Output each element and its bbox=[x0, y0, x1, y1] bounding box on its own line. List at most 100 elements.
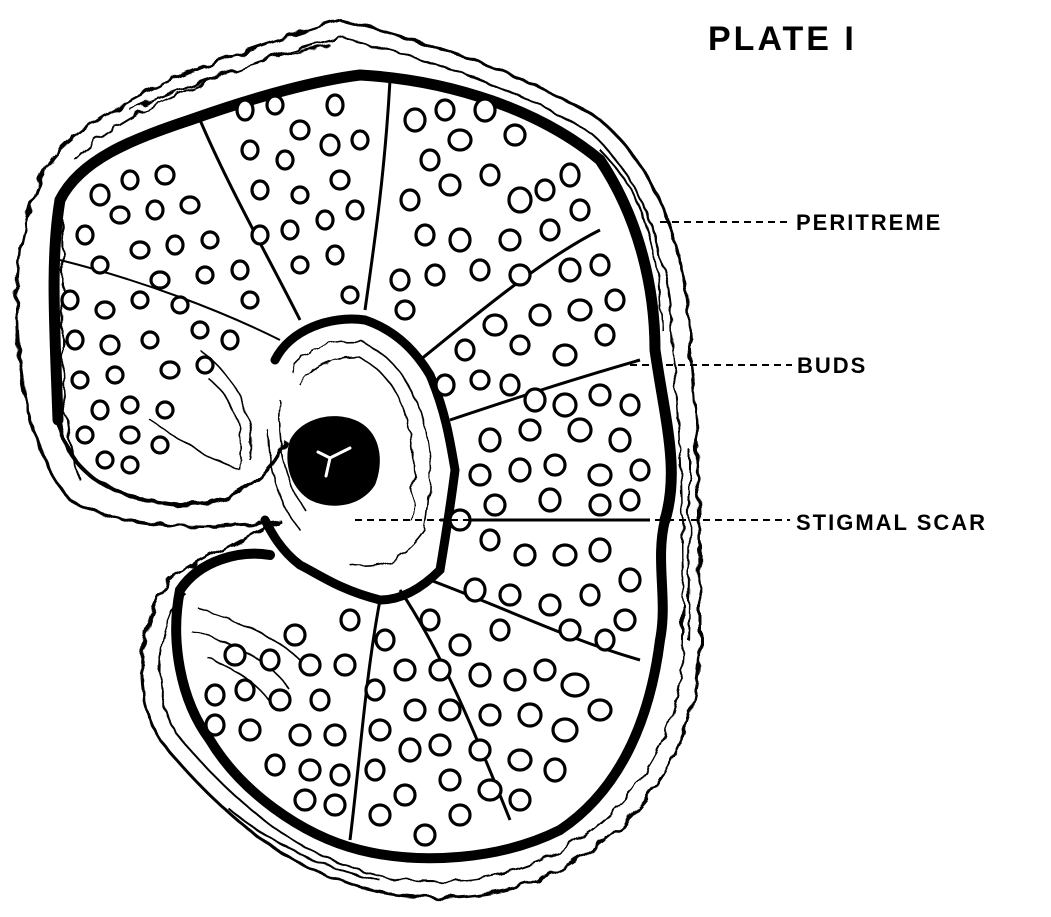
bud bbox=[465, 579, 485, 601]
bud bbox=[401, 190, 419, 210]
bud bbox=[440, 700, 460, 720]
bud bbox=[510, 265, 530, 285]
bud bbox=[67, 331, 83, 349]
bud bbox=[554, 545, 576, 565]
bud bbox=[596, 325, 614, 345]
bud bbox=[292, 257, 308, 273]
bud bbox=[509, 188, 531, 212]
bud bbox=[77, 427, 93, 443]
bud bbox=[405, 109, 425, 131]
bud bbox=[242, 141, 258, 159]
bud bbox=[131, 242, 149, 258]
bud bbox=[525, 389, 545, 411]
bud bbox=[232, 261, 248, 279]
bud bbox=[554, 394, 576, 416]
bud bbox=[342, 287, 358, 303]
bud bbox=[620, 569, 640, 591]
bud bbox=[111, 207, 129, 223]
bud bbox=[282, 221, 298, 239]
bud bbox=[416, 225, 434, 245]
bud bbox=[569, 300, 591, 320]
bud bbox=[240, 720, 260, 740]
bud bbox=[471, 260, 489, 280]
bud bbox=[519, 704, 541, 726]
bud bbox=[147, 201, 163, 219]
bud bbox=[327, 246, 343, 264]
plate-title: PLATE I bbox=[708, 20, 857, 58]
bud bbox=[436, 375, 454, 395]
bud bbox=[300, 655, 320, 675]
bud bbox=[197, 357, 213, 373]
bud bbox=[591, 255, 609, 275]
bud bbox=[430, 735, 450, 755]
bud bbox=[142, 332, 158, 348]
bud bbox=[501, 375, 519, 395]
bud bbox=[167, 236, 183, 254]
bud bbox=[395, 785, 415, 805]
bud bbox=[311, 690, 329, 710]
bud bbox=[92, 401, 108, 419]
bud bbox=[470, 664, 490, 686]
stigmal-scar bbox=[287, 416, 379, 506]
bud bbox=[470, 465, 490, 485]
bud bbox=[222, 331, 238, 349]
bud bbox=[515, 545, 535, 565]
bud bbox=[331, 765, 349, 785]
bud bbox=[606, 290, 624, 310]
bud bbox=[560, 259, 580, 281]
bud bbox=[172, 297, 188, 313]
bud bbox=[450, 805, 470, 825]
bud bbox=[511, 336, 529, 354]
bud bbox=[449, 130, 471, 150]
bud bbox=[347, 201, 363, 219]
bud bbox=[631, 460, 649, 480]
bud bbox=[261, 650, 279, 670]
bud bbox=[161, 362, 179, 378]
bud bbox=[554, 345, 576, 365]
bud bbox=[395, 660, 415, 680]
bud bbox=[192, 322, 208, 338]
label-buds: BUDS bbox=[797, 353, 867, 378]
bud bbox=[325, 725, 345, 745]
label-peritreme: PERITREME bbox=[796, 210, 942, 235]
bud bbox=[366, 760, 384, 780]
bud bbox=[242, 292, 258, 308]
bud bbox=[300, 760, 320, 780]
bud bbox=[292, 187, 308, 203]
bud bbox=[327, 95, 343, 115]
bud bbox=[122, 457, 138, 473]
bud bbox=[509, 750, 531, 770]
bud bbox=[132, 292, 148, 308]
bud bbox=[450, 229, 470, 251]
bud bbox=[285, 625, 305, 645]
bud bbox=[450, 635, 470, 655]
bud bbox=[535, 660, 555, 680]
bud bbox=[77, 226, 93, 244]
bud bbox=[225, 645, 245, 665]
bud bbox=[621, 490, 639, 510]
bud bbox=[391, 270, 409, 290]
bud bbox=[590, 385, 610, 405]
bud bbox=[101, 336, 119, 354]
bud bbox=[370, 720, 390, 740]
bud bbox=[415, 825, 435, 845]
bud bbox=[331, 171, 349, 189]
bud bbox=[471, 371, 489, 389]
bud bbox=[610, 429, 630, 451]
bud bbox=[267, 96, 283, 114]
bud bbox=[491, 620, 509, 640]
bud bbox=[181, 197, 199, 213]
bud bbox=[456, 340, 474, 360]
bud bbox=[475, 99, 495, 121]
bud bbox=[530, 305, 550, 325]
bud bbox=[480, 705, 500, 725]
bud bbox=[430, 660, 450, 680]
bud bbox=[589, 700, 611, 720]
bud bbox=[485, 495, 505, 515]
bud bbox=[562, 674, 588, 696]
bud bbox=[92, 257, 108, 273]
bud bbox=[540, 595, 560, 615]
bud bbox=[571, 200, 589, 220]
bud bbox=[621, 395, 639, 415]
bud bbox=[352, 131, 368, 149]
